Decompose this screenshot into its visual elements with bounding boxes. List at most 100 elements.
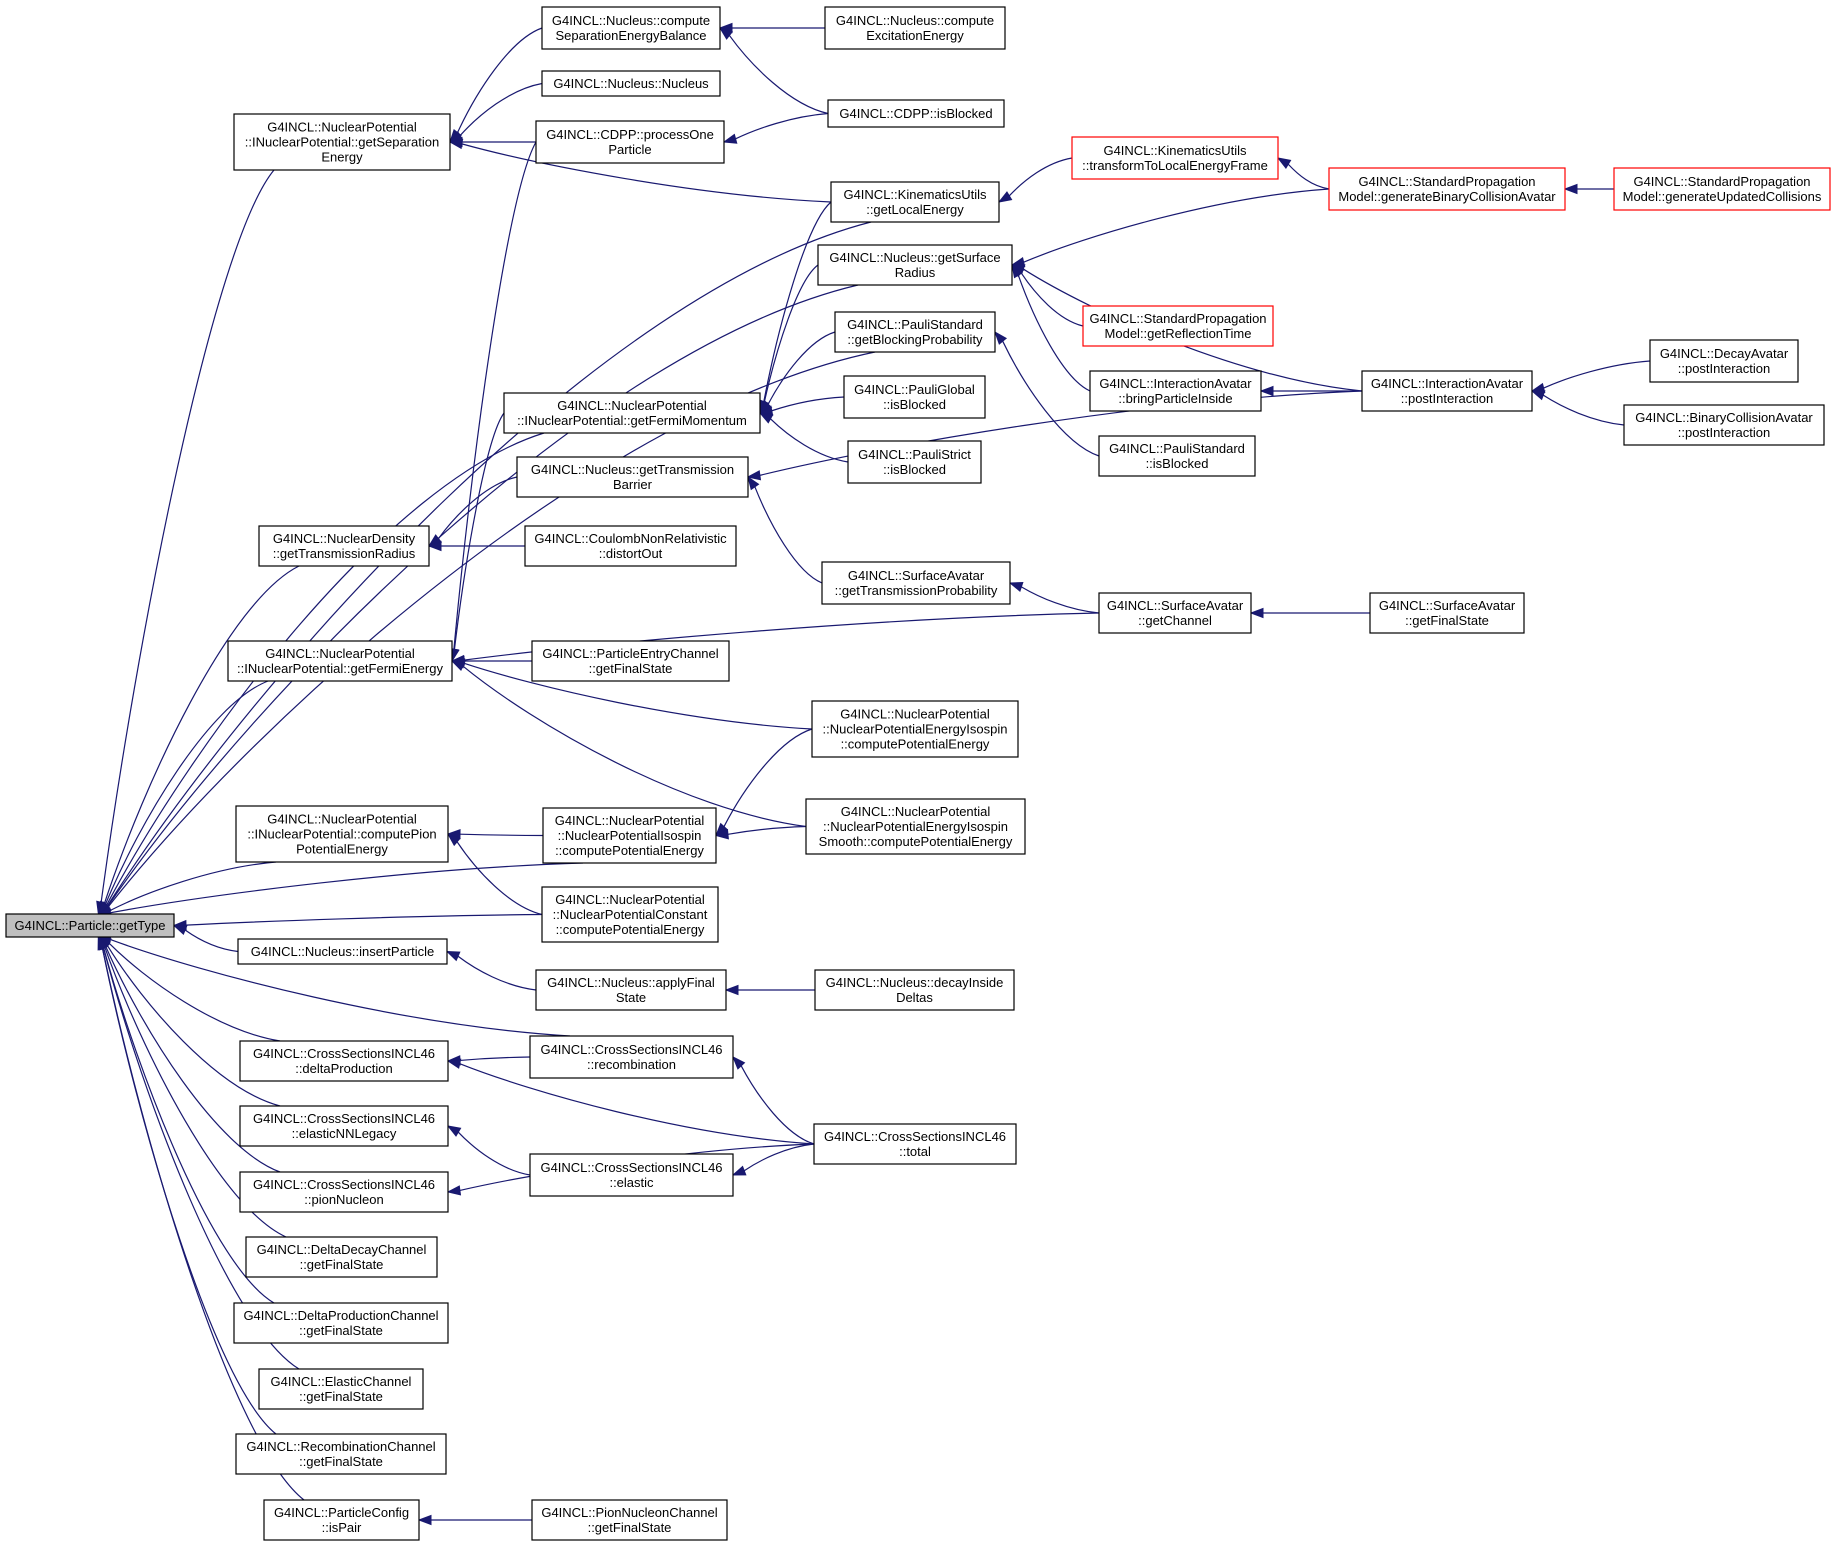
- node-isPair[interactable]: G4INCL::ParticleConfig::isPair: [263, 1499, 420, 1541]
- node-npeIso[interactable]: G4INCL::NuclearPotential::NuclearPotenti…: [811, 700, 1019, 758]
- edge-line: [109, 861, 277, 912]
- node-label-line: ::elasticNNLegacy: [292, 1126, 397, 1141]
- node-iaPost[interactable]: G4INCL::InteractionAvatar::postInteracti…: [1361, 370, 1533, 412]
- node-getLocal[interactable]: G4INCL::KinematicsUtils::getLocalEnergy: [830, 181, 1000, 223]
- edge-npeIsoSm-to-fermiEn: [450, 660, 807, 828]
- node-npeIsoSm[interactable]: G4INCL::NuclearPotential::NuclearPotenti…: [805, 798, 1026, 855]
- node-box: [824, 6, 1006, 50]
- node-box: [814, 969, 1015, 1011]
- node-box: [834, 311, 996, 353]
- node-fermiMom[interactable]: G4INCL::NuclearPotential::INuclearPotent…: [503, 392, 761, 434]
- node-saChannel[interactable]: G4INCL::SurfaceAvatar::getChannel: [1098, 592, 1252, 634]
- node-label-line: ::isPair: [322, 1520, 362, 1535]
- node-elNN[interactable]: G4INCL::CrossSectionsINCL46::elasticNNLe…: [239, 1105, 449, 1147]
- arrowhead-icon: [732, 1055, 746, 1070]
- node-box: [239, 1040, 449, 1082]
- node-label-line: ::elastic: [609, 1175, 654, 1190]
- node-saFinal[interactable]: G4INCL::SurfaceAvatar::getFinalState: [1369, 592, 1525, 634]
- node-spmRefl[interactable]: G4INCL::StandardPropagationModel::getRef…: [1082, 305, 1274, 347]
- edge-saChannel-to-saTransProb: [1008, 582, 1100, 614]
- node-ecFinal[interactable]: G4INCL::ElasticChannel::getFinalState: [258, 1368, 424, 1410]
- node-label-line: ::computePotentialEnergy: [841, 737, 990, 752]
- node-label-line: G4INCL::NuclearPotential: [267, 120, 417, 135]
- node-pionNuc[interactable]: G4INCL::CrossSectionsINCL46::pionNucleon: [239, 1171, 449, 1213]
- node-pecFinal[interactable]: G4INCL::ParticleEntryChannel::getFinalSt…: [531, 640, 730, 682]
- node-label-line: G4INCL::NuclearPotential: [840, 707, 990, 722]
- edge-line: [104, 680, 269, 905]
- edge-line: [108, 942, 281, 1042]
- node-recomb[interactable]: G4INCL::CrossSectionsINCL46::recombinati…: [529, 1035, 734, 1079]
- node-pauliGlob[interactable]: G4INCL::PauliGlobal::isBlocked: [843, 375, 986, 419]
- node-total[interactable]: G4INCL::CrossSectionsINCL46::total: [813, 1123, 1017, 1165]
- node-decayPost[interactable]: G4INCL::DecayAvatar::postInteraction: [1649, 339, 1799, 383]
- node-iaBring[interactable]: G4INCL::InteractionAvatar::bringParticle…: [1089, 370, 1262, 412]
- node-box: [1613, 167, 1831, 211]
- edge-elastic-to-elNN: [446, 1125, 531, 1176]
- node-spmBin[interactable]: G4INCL::StandardPropagationModel::genera…: [1328, 167, 1566, 211]
- node-label-line: G4INCL::CDPP::processOne: [546, 127, 714, 142]
- edge-total-to-deltaProd: [446, 1058, 815, 1145]
- node-pncFinal[interactable]: G4INCL::PionNucleonChannel::getFinalStat…: [531, 1499, 728, 1541]
- node-box: [805, 798, 1026, 855]
- node-root[interactable]: G4INCL::Particle::getType: [5, 913, 175, 938]
- edge-line: [457, 1131, 531, 1176]
- edge-fermiMom-to-fermiEn: [449, 412, 505, 663]
- arrowhead-icon: [997, 191, 1013, 203]
- edge-pionPot-to-root: [97, 861, 277, 916]
- node-rcFinal[interactable]: G4INCL::RecombinationChannel::getFinalSt…: [235, 1433, 447, 1475]
- node-pionPot[interactable]: G4INCL::NuclearPotential::INuclearPotent…: [235, 805, 449, 863]
- node-kinLocal[interactable]: G4INCL::KinematicsUtils::transformToLoca…: [1071, 136, 1279, 180]
- node-sepBal[interactable]: G4INCL::Nucleus::computeSeparationEnergy…: [541, 6, 721, 50]
- node-elastic[interactable]: G4INCL::CrossSectionsINCL46::elastic: [529, 1153, 734, 1197]
- edge-line: [459, 1056, 531, 1062]
- arrowhead-icon: [446, 1185, 462, 1196]
- node-npConst[interactable]: G4INCL::NuclearPotential::NuclearPotenti…: [541, 886, 719, 943]
- arrowhead-icon: [1259, 385, 1274, 397]
- node-deltaProd[interactable]: G4INCL::CrossSectionsINCL46::deltaProduc…: [239, 1040, 449, 1082]
- node-saTransProb[interactable]: G4INCL::SurfaceAvatar::getTransmissionPr…: [821, 561, 1011, 605]
- node-box: [1649, 339, 1799, 383]
- node-binPost[interactable]: G4INCL::BinaryCollisionAvatar::postInter…: [1623, 404, 1825, 446]
- edge-line: [1287, 163, 1330, 190]
- node-box: [843, 375, 986, 419]
- node-label-line: Radius: [895, 265, 936, 280]
- node-box: [830, 181, 1000, 223]
- node-label-line: G4INCL::CrossSectionsINCL46: [540, 1160, 722, 1175]
- edge-decayInside-to-applyFinal: [724, 984, 815, 996]
- node-ddcFinal[interactable]: G4INCL::DeltaDecayChannel::getFinalState: [245, 1236, 438, 1278]
- node-transRad[interactable]: G4INCL::NuclearDensity::getTransmissionR…: [258, 525, 430, 567]
- edge-spmRefl-to-surfRad: [1010, 264, 1084, 327]
- edge-saTransProb-to-transBarrier: [747, 475, 823, 584]
- node-label-line: ::getFinalState: [1405, 613, 1489, 628]
- edge-line: [457, 955, 537, 991]
- node-npIso[interactable]: G4INCL::NuclearPotential::NuclearPotenti…: [542, 807, 717, 864]
- arrowhead-icon: [1010, 264, 1026, 275]
- node-nucleus[interactable]: G4INCL::Nucleus::Nucleus: [541, 70, 721, 97]
- node-coulomb[interactable]: G4INCL::CoulombNonRelativistic::distortO…: [524, 525, 737, 567]
- node-fermiEn[interactable]: G4INCL::NuclearPotential::INuclearPotent…: [227, 640, 453, 682]
- node-pauliStrict[interactable]: G4INCL::PauliStrict::isBlocked: [847, 440, 982, 484]
- node-label-line: ::getFinalState: [588, 1520, 672, 1535]
- node-box: [531, 1499, 728, 1541]
- node-pauliStdBlk[interactable]: G4INCL::PauliStandard::isBlocked: [1098, 435, 1256, 477]
- node-spmUpd[interactable]: G4INCL::StandardPropagationModel::genera…: [1613, 167, 1831, 211]
- node-dpcFinal[interactable]: G4INCL::DeltaProductionChannel::getFinal…: [233, 1302, 449, 1344]
- node-box: [245, 1236, 438, 1278]
- node-insertP[interactable]: G4INCL::Nucleus::insertParticle: [237, 938, 448, 965]
- node-cdppBlk[interactable]: G4INCL::CDPP::isBlocked: [827, 99, 1005, 128]
- edge-line: [106, 221, 872, 907]
- node-label-line: ::isBlocked: [883, 397, 946, 412]
- edge-sepBal-to-getSep: [449, 27, 543, 144]
- node-label-line: G4INCL::PionNucleonChannel: [541, 1505, 717, 1520]
- node-getSep[interactable]: G4INCL::NuclearPotential::INuclearPotent…: [233, 113, 451, 171]
- node-pauliStdProb[interactable]: G4INCL::PauliStandard::getBlockingProbab…: [834, 311, 996, 353]
- node-label-line: G4INCL::ElasticChannel: [271, 1374, 412, 1389]
- arrowhead-icon: [97, 935, 108, 951]
- node-label-line: G4INCL::Nucleus::getSurface: [829, 250, 1000, 265]
